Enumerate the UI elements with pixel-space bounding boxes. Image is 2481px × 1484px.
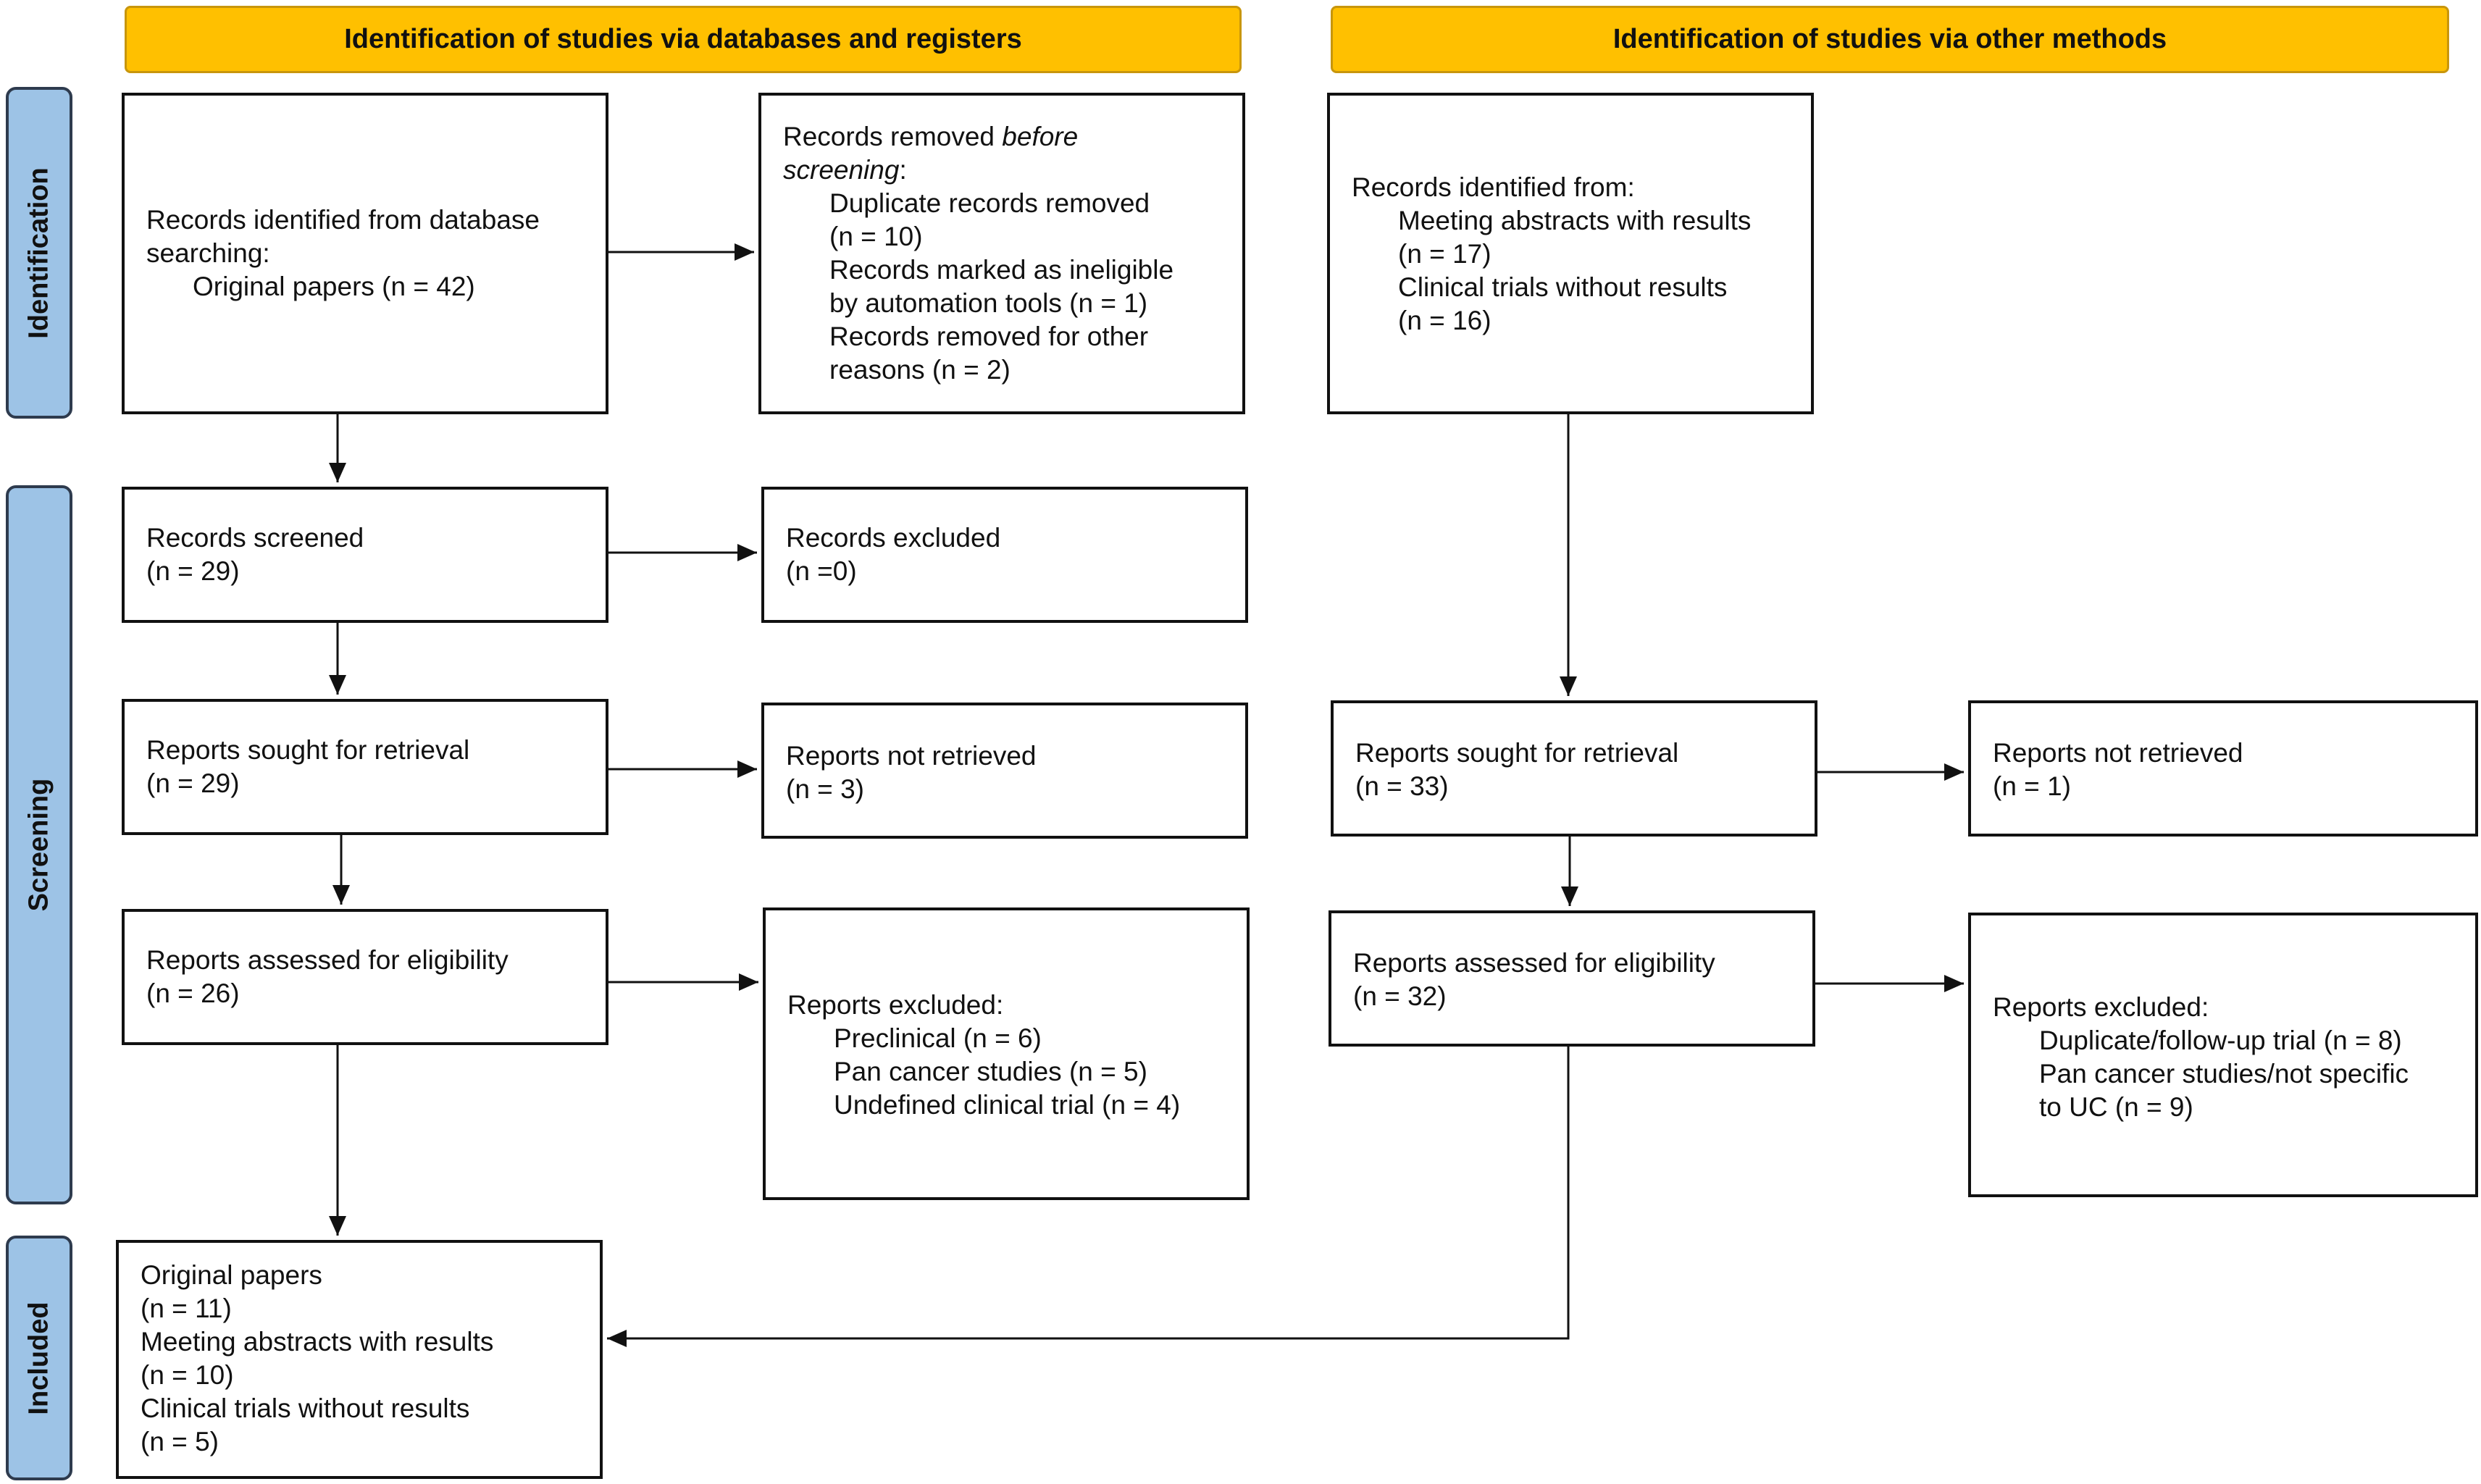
other-records-identified-item: Clinical trials without results — [1398, 272, 1728, 302]
db-records-identified-line2: searching: — [146, 238, 270, 268]
db-records-removed-item: Records marked as ineligible — [829, 255, 1174, 285]
other-reports-sought-count: (n = 33) — [1355, 771, 1449, 801]
other-reports-excluded-label: Reports excluded: — [1993, 992, 2209, 1022]
db-reports-sought-box: Reports sought for retrieval (n = 29) — [122, 699, 608, 835]
db-reports-not-retrieved-count: (n = 3) — [786, 774, 864, 804]
db-records-removed-item: (n = 10) — [829, 222, 923, 251]
other-reports-not-retrieved-box: Reports not retrieved (n = 1) — [1968, 700, 2478, 837]
db-reports-not-retrieved-box: Reports not retrieved (n = 3) — [761, 703, 1248, 839]
db-reports-excluded-label: Reports excluded: — [787, 990, 1004, 1020]
included-line: Meeting abstracts with results — [141, 1327, 494, 1357]
other-reports-excluded-box: Reports excluded: Duplicate/follow-up tr… — [1968, 913, 2478, 1197]
header-other-methods: Identification of studies via other meth… — [1331, 6, 2449, 73]
db-reports-not-retrieved-label: Reports not retrieved — [786, 741, 1037, 771]
included-line: Original papers — [141, 1260, 322, 1290]
db-records-removed-box: Records removed before screening: Duplic… — [758, 93, 1245, 414]
db-records-excluded-count: (n =0) — [786, 556, 857, 586]
included-line: Clinical trials without results — [141, 1393, 470, 1423]
included-line: (n = 5) — [141, 1427, 219, 1456]
other-reports-assessed-label: Reports assessed for eligibility — [1353, 948, 1715, 978]
db-records-removed-item: Records removed for other — [829, 322, 1149, 351]
db-reports-excluded-box: Reports excluded: Preclinical (n = 6) Pa… — [763, 907, 1250, 1200]
other-reports-excluded-item: to UC (n = 9) — [2039, 1092, 2193, 1122]
db-reports-assessed-label: Reports assessed for eligibility — [146, 945, 509, 975]
db-reports-assessed-box: Reports assessed for eligibility (n = 26… — [122, 909, 608, 1045]
db-records-removed-heading-line1: Records removed before — [783, 120, 1221, 154]
other-records-identified-item: Meeting abstracts with results — [1398, 206, 1752, 235]
db-records-removed-heading-italic: before — [1002, 122, 1079, 151]
other-reports-not-retrieved-count: (n = 1) — [1993, 771, 2071, 801]
db-reports-excluded-item: Pan cancer studies (n = 5) — [834, 1057, 1147, 1086]
header-databases-registers: Identification of studies via databases … — [125, 6, 1242, 73]
other-records-identified-item: (n = 16) — [1398, 306, 1491, 335]
included-line: (n = 10) — [141, 1360, 234, 1390]
arrow-other-assessed-to-included — [607, 1047, 1570, 1347]
other-reports-assessed-box: Reports assessed for eligibility (n = 32… — [1329, 910, 1815, 1047]
db-records-removed-heading-italic2: screening — [783, 155, 900, 185]
other-reports-excluded-item: Duplicate/follow-up trial (n = 8) — [2039, 1026, 2402, 1055]
other-reports-sought-label: Reports sought for retrieval — [1355, 738, 1679, 768]
included-studies-box: Original papers (n = 11) Meeting abstrac… — [116, 1240, 603, 1479]
db-records-screened-box: Records screened (n = 29) — [122, 487, 608, 623]
db-records-screened-label: Records screened — [146, 523, 364, 553]
db-records-identified-box: Records identified from database searchi… — [122, 93, 608, 414]
db-reports-sought-count: (n = 29) — [146, 768, 240, 798]
db-records-excluded-box: Records excluded (n =0) — [761, 487, 1248, 623]
db-records-removed-item: Duplicate records removed — [829, 188, 1150, 218]
db-records-removed-item: by automation tools (n = 1) — [829, 288, 1148, 318]
other-records-identified-box: Records identified from: Meeting abstrac… — [1327, 93, 1814, 414]
other-reports-excluded-item: Pan cancer studies/not specific — [2039, 1059, 2409, 1089]
phase-included-label: Included — [6, 1236, 72, 1480]
db-records-removed-heading-text: Records removed — [783, 122, 1003, 151]
db-reports-excluded-item: Preclinical (n = 6) — [834, 1023, 1042, 1053]
db-records-screened-count: (n = 29) — [146, 556, 240, 586]
included-line: (n = 11) — [141, 1294, 232, 1323]
db-reports-assessed-count: (n = 26) — [146, 978, 240, 1008]
other-records-identified-label: Records identified from: — [1352, 172, 1635, 202]
other-reports-assessed-count: (n = 32) — [1353, 981, 1447, 1011]
other-reports-not-retrieved-label: Reports not retrieved — [1993, 738, 2243, 768]
db-records-removed-heading-colon: : — [899, 155, 907, 185]
db-records-identified-line3: Original papers (n = 42) — [193, 272, 475, 301]
db-records-removed-heading-line2: screening: — [783, 154, 1221, 187]
phase-screening-label: Screening — [6, 485, 72, 1204]
phase-identification-label: Identification — [6, 87, 72, 419]
db-records-removed-item: reasons (n = 2) — [829, 355, 1011, 385]
db-records-excluded-label: Records excluded — [786, 523, 1001, 553]
other-reports-sought-box: Reports sought for retrieval (n = 33) — [1331, 700, 1817, 837]
db-records-identified-line1: Records identified from database — [146, 205, 540, 235]
db-reports-sought-label: Reports sought for retrieval — [146, 735, 470, 765]
db-reports-excluded-item: Undefined clinical trial (n = 4) — [834, 1090, 1181, 1120]
other-records-identified-item: (n = 17) — [1398, 239, 1491, 269]
